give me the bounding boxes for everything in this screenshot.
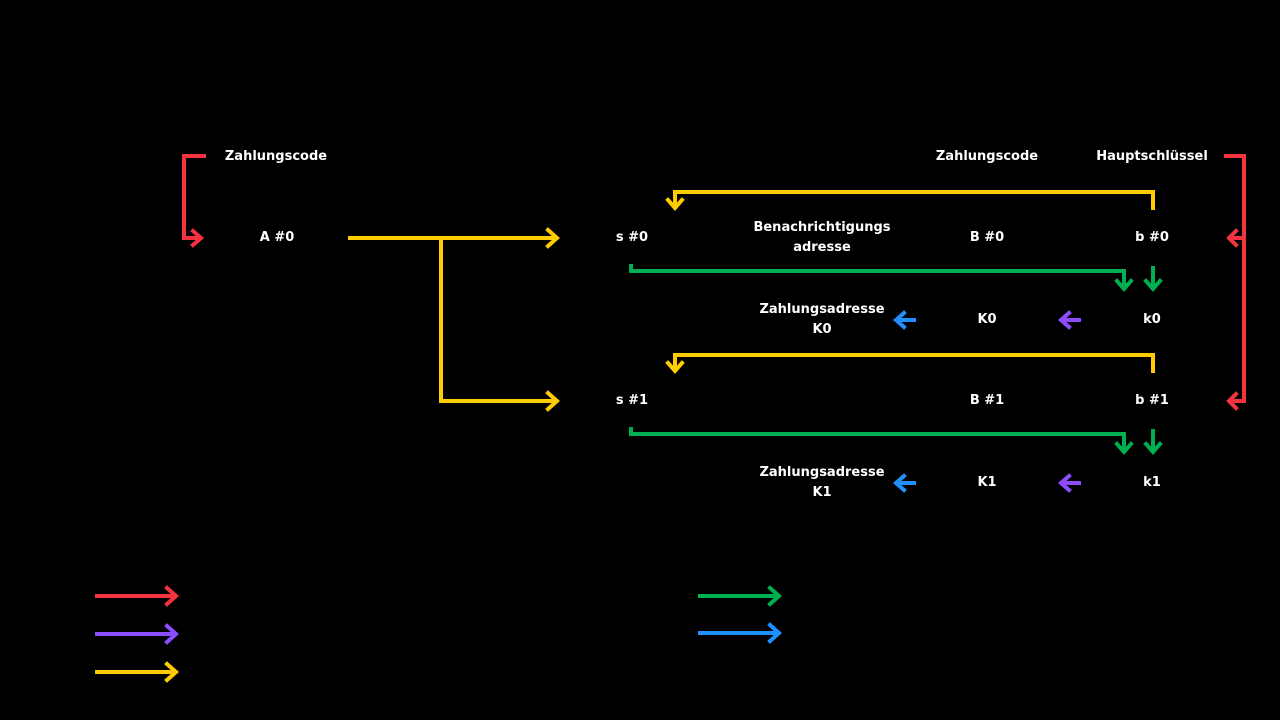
label-benachrichtigung-line2: adresse: [793, 240, 851, 255]
label-b1: b #1: [1135, 393, 1169, 408]
label-s1: s #1: [615, 393, 649, 408]
legend-purple-arrow: [95, 623, 180, 645]
legend-red-arrow: [95, 585, 180, 607]
label-s0: s #0: [615, 230, 649, 245]
label-zahlungscode-right: Zahlungscode: [935, 149, 1039, 164]
green-arrow-s0-to-k0: [629, 264, 1134, 293]
label-K1: K1: [977, 475, 997, 490]
red-arrow-to-b0-b1: [1224, 154, 1246, 411]
label-a0: A #0: [259, 230, 295, 245]
label-B0: B #0: [969, 230, 1005, 245]
green-arrow-s1-to-k1: [629, 427, 1134, 456]
yellow-arrow-b1-to-s1: [665, 353, 1155, 375]
label-b0: b #0: [1135, 230, 1169, 245]
label-K0: K0: [977, 312, 997, 327]
legend-yellow-arrow: [95, 661, 180, 683]
yellow-arrow-a0-to-s: [348, 227, 561, 412]
green-arrow-b0-to-k0: [1143, 266, 1163, 293]
label-k0: k0: [1143, 312, 1161, 327]
yellow-arrow-b0-to-s0: [665, 190, 1155, 212]
label-B1: B #1: [969, 393, 1005, 408]
label-hauptschluessel: Hauptschlüssel: [1096, 149, 1208, 164]
label-zahlungsadresse1-line2: K1: [812, 485, 832, 500]
label-zahlungscode-left: Zahlungscode: [224, 149, 328, 164]
red-arrow-to-a0: [182, 154, 206, 248]
label-zahlungsadresse0: Zahlungsadresse K0: [759, 300, 884, 340]
label-zahlungsadresse0-line2: K0: [812, 322, 832, 337]
label-benachrichtigung-line1: Benachrichtigungs: [753, 220, 891, 235]
blue-arrow-K1-to-zahlungsadresse1: [892, 473, 916, 493]
label-zahlungsadresse1-line1: Zahlungsadresse: [759, 465, 885, 480]
purple-arrow-k0-to-K0: [1057, 310, 1081, 330]
label-k1: k1: [1143, 475, 1161, 490]
label-benachrichtigungsadresse: Benachrichtigungs adresse: [753, 218, 890, 258]
legend-blue-arrow: [698, 622, 783, 644]
legend-green-arrow: [698, 585, 783, 607]
label-zahlungsadresse0-line1: Zahlungsadresse: [759, 302, 885, 317]
green-arrow-b1-to-k1: [1143, 429, 1163, 456]
purple-arrow-k1-to-K1: [1057, 473, 1081, 493]
label-zahlungsadresse1: Zahlungsadresse K1: [759, 463, 884, 503]
blue-arrow-K0-to-zahlungsadresse0: [892, 310, 916, 330]
